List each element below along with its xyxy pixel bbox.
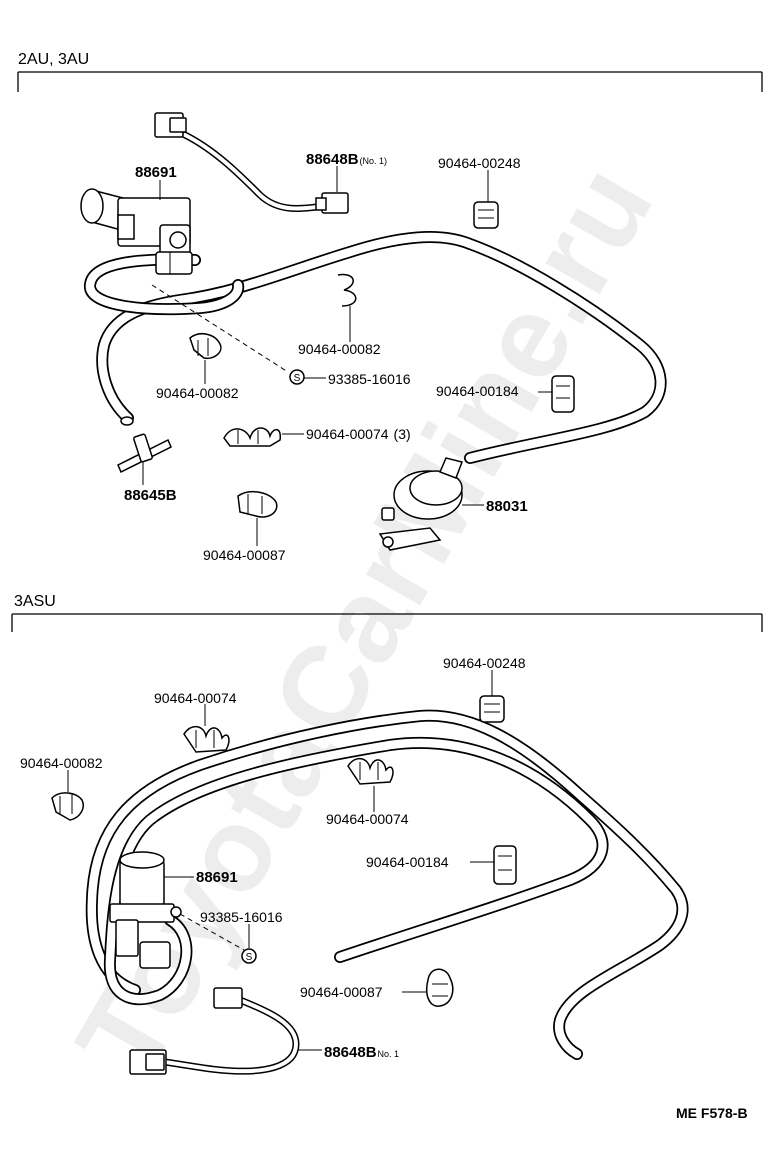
vacuum-hose-1 bbox=[84, 231, 667, 464]
clamp-90464-00184-2 bbox=[493, 845, 517, 885]
screw-marker-2 bbox=[241, 948, 257, 964]
label-90464-00074-2b: 90464-00074 bbox=[326, 811, 409, 827]
screw-marker-1 bbox=[289, 369, 305, 385]
clamp-90464-00248-2 bbox=[479, 695, 505, 723]
label-88648b-2: 88648BNo. 1 bbox=[324, 1044, 399, 1061]
clamp-90464-00087-2 bbox=[426, 968, 454, 1007]
clamp-90464-00074-2b bbox=[347, 757, 394, 785]
label-90464-00074-2a: 90464-00074 bbox=[154, 690, 237, 706]
label-90464-00248-1: 90464-00248 bbox=[438, 155, 521, 171]
wire-harness-88648b-2 bbox=[129, 987, 300, 1075]
label-88645b: 88645B bbox=[124, 487, 177, 504]
label-90464-00082-left: 90464-00082 bbox=[156, 385, 239, 401]
label-88648b-1: 88648B(No. 1) bbox=[306, 151, 387, 168]
label-90464-00074-1: 90464-00074(3) bbox=[306, 426, 411, 442]
clamp-90464-00184-1 bbox=[551, 375, 575, 413]
vacuum-damper-88031 bbox=[378, 457, 463, 551]
wire-harness-88648b-1 bbox=[154, 112, 349, 214]
label-90464-00082-center: 90464-00082 bbox=[298, 341, 381, 357]
label-90464-00087-2: 90464-00087 bbox=[300, 984, 383, 1000]
label-88691-1: 88691 bbox=[135, 164, 177, 181]
label-90464-00184-2: 90464-00184 bbox=[366, 854, 449, 870]
screw-guide-line-2 bbox=[179, 913, 245, 951]
clamp-90464-00248-1 bbox=[473, 201, 499, 229]
section-bracket-1 bbox=[17, 71, 763, 92]
section-bracket-2 bbox=[11, 613, 763, 632]
label-88031: 88031 bbox=[486, 498, 528, 515]
vacuum-switching-valve-88691-2 bbox=[109, 851, 182, 969]
label-90464-00082-2: 90464-00082 bbox=[20, 755, 103, 771]
clamp-90464-00074-2a bbox=[183, 725, 230, 753]
section-title-2au-3au: 2AU, 3AU bbox=[18, 51, 89, 68]
label-90464-00184-1: 90464-00184 bbox=[436, 383, 519, 399]
label-90464-00087-1: 90464-00087 bbox=[203, 547, 286, 563]
three-way-connector-88645b bbox=[117, 416, 172, 474]
svg-text:S: S bbox=[246, 952, 253, 963]
vacuum-hose-2 bbox=[85, 709, 689, 1060]
clamp-90464-00082-center bbox=[337, 273, 357, 307]
diagram-ref: ME F578-B bbox=[676, 1105, 748, 1121]
clamp-90464-00082-left bbox=[189, 332, 222, 360]
vacuum-switching-valve-88691-1 bbox=[80, 188, 193, 275]
label-90464-00248-2: 90464-00248 bbox=[443, 655, 526, 671]
clamp-90464-00074-1 bbox=[223, 427, 282, 447]
clamp-90464-00082-2 bbox=[51, 792, 84, 821]
svg-text:S: S bbox=[294, 373, 301, 384]
clamp-90464-00087-1 bbox=[237, 490, 278, 518]
label-93385-16016-1: 93385-16016 bbox=[328, 371, 411, 387]
label-93385-16016-2: 93385-16016 bbox=[200, 909, 283, 925]
section-title-3asu: 3ASU bbox=[14, 593, 56, 610]
label-88691-2: 88691 bbox=[196, 869, 238, 886]
